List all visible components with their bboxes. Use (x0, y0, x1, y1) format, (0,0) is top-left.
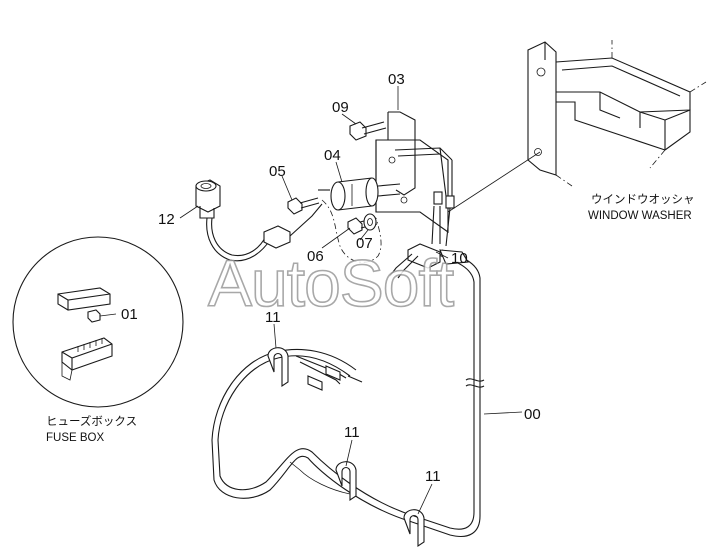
clamp-11a (267, 347, 289, 388)
washer-07 (363, 213, 377, 231)
wire-branch (295, 355, 363, 391)
callout-10: 10 (451, 250, 468, 267)
callout-11-top: 11 (265, 309, 281, 326)
callout-07: 07 (356, 235, 373, 252)
fuse-box-caption-jp: ヒューズボックス (46, 414, 137, 428)
fuse-box-caption-en: FUSE BOX (46, 432, 104, 444)
callout-11-bottom: 11 (425, 468, 441, 485)
watermark-text: AutoSoft (208, 246, 454, 320)
leader-lines (179, 86, 523, 515)
callout-12: 12 (158, 211, 175, 228)
callout-04: 04 (324, 147, 341, 164)
callout-05: 05 (269, 163, 286, 180)
bolt-09 (349, 121, 387, 141)
callout-09: 09 (332, 99, 349, 116)
inline-connector (263, 203, 323, 249)
clamp-11b (335, 461, 357, 502)
fuse-box-inset (12, 236, 184, 408)
callout-06: 06 (307, 248, 324, 265)
clamp-11c (403, 509, 425, 548)
window-washer-caption-jp: ウインドウオッシャ (591, 193, 695, 206)
callout-11-middle: 11 (344, 424, 360, 441)
connector-10 (389, 205, 469, 279)
callout-00: 00 (524, 406, 541, 423)
bolt-05 (287, 197, 320, 215)
window-washer-caption-en: WINDOW WASHER (588, 210, 692, 222)
relay-bracket (375, 111, 455, 234)
washer-relay-04 (318, 177, 401, 211)
connector-12 (195, 179, 271, 262)
callout-03: 03 (388, 71, 405, 88)
window-washer-bracket (447, 40, 707, 213)
callout-01: 01 (121, 306, 138, 323)
